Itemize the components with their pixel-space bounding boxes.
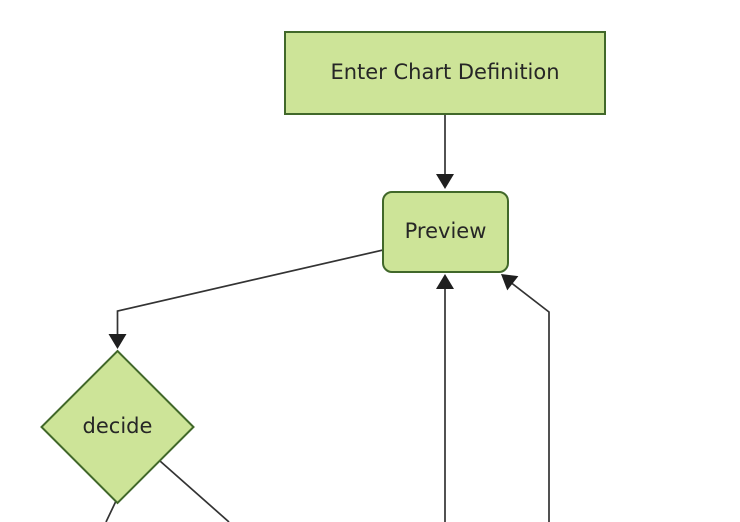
arrowhead-loop-up-to-preview-bottom [436,274,454,289]
arrowhead-preview-to-decide [108,334,127,349]
edge-decide-branch-left [105,500,117,522]
node-decide: decide [42,351,194,503]
arrowhead-enter-to-preview [436,174,454,189]
node-decide-shape [40,349,195,505]
arrowhead-loop-up-to-preview-corner [501,274,519,291]
edge-preview-to-decide [116,249,384,341]
node-enter-chart-definition: Enter Chart Definition [284,31,606,115]
node-decide-label: decide [82,414,153,439]
node-preview: Preview [382,191,509,273]
edge-decide-branch-right [159,460,230,522]
edge-loop-up-to-preview-corner [504,277,550,522]
node-enter-chart-definition-label: Enter Chart Definition [330,60,560,85]
node-preview-label: Preview [404,219,487,244]
